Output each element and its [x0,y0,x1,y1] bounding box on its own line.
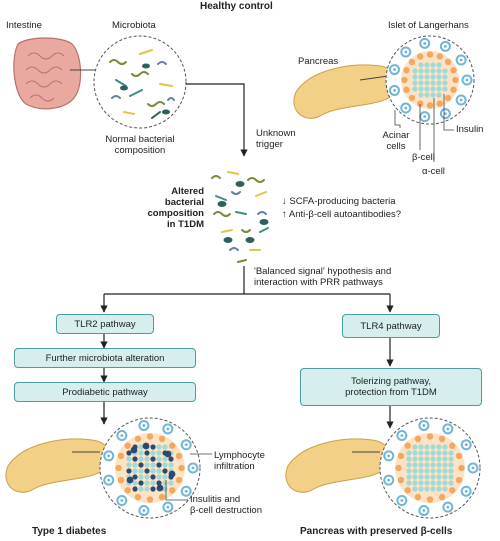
insulitis-line1: Insulitis and [190,494,241,505]
autoantibody-effect: ↑ Anti-β-cell autoantibodies? [282,209,402,220]
tlr4-pathway-box: TLR4 pathway [342,314,440,338]
microbiota-label: Microbiota [112,20,156,31]
tlr2-pathway-box: TLR2 pathway [56,314,154,334]
normal-composition-label: Normal bacterial composition [100,134,180,156]
header-title: Healthy control [200,1,273,12]
acinar-label: Acinar cells [376,130,416,152]
acinar-line2: cells [386,141,406,152]
intestine-label: Intestine [6,20,42,31]
tolerizing-line2: protection from T1DM [345,387,437,398]
insulitis-line2: β-cell destruction [190,505,262,516]
islet-preserved [379,417,481,519]
scfa-effect: ↓ SCFA-producing bacteria [282,196,396,207]
normal-composition-line1: Normal bacterial [105,134,175,145]
tolerizing-line1: Tolerizing pathway, [350,376,432,387]
trigger-line2: trigger [256,139,283,150]
intestine-illustration [13,37,82,110]
preserved-caption: Pancreas with preserved β-cells [300,526,453,537]
tolerizing-pathway-box: Tolerizing pathway, protection from T1DM [300,368,482,406]
islet-type1-diabetes [99,417,201,519]
type1-diabetes-caption: Type 1 diabetes [32,526,107,537]
lymphocyte-line1: Lymphocyte [214,450,265,461]
hypothesis-label: 'Balanced signal' hypothesis and interac… [254,266,391,288]
pancreas-bottom-left [5,438,111,493]
pancreas-top [293,64,399,119]
trigger-line1: Unknown [256,128,296,139]
pancreas-label: Pancreas [298,56,339,67]
lymphocyte-line2: infiltration [214,461,255,472]
altered-line2: bacterial [164,197,204,208]
pancreas-bottom-right [285,438,391,493]
unknown-trigger-label: Unknown trigger [256,128,296,150]
altered-bacteria [211,171,269,263]
beta-cell-label: β-cell [412,152,435,163]
prodiabetic-pathway-box: Prodiabetic pathway [14,382,196,402]
microbiota-circle [93,35,187,129]
insulin-label: Insulin [456,124,484,135]
hypothesis-line2: interaction with PRR pathways [254,277,383,288]
altered-label: Altered bacterial composition in T1DM [138,186,204,230]
lymphocyte-label: Lymphocyte infiltration [214,450,265,472]
altered-line1: Altered [171,186,204,197]
microbiota-alteration-box: Further microbiota alteration [14,348,196,368]
alpha-cell-label: α-cell [422,166,445,177]
altered-line4: in T1DM [167,219,204,230]
islet-top [385,35,475,125]
altered-line3: composition [147,208,204,219]
hypothesis-line1: 'Balanced signal' hypothesis and [254,266,392,277]
normal-composition-line2: composition [114,145,166,156]
acinar-line1: Acinar [382,130,410,141]
insulitis-label: Insulitis and β-cell destruction [190,494,262,516]
islet-label: Islet of Langerhans [388,20,469,31]
